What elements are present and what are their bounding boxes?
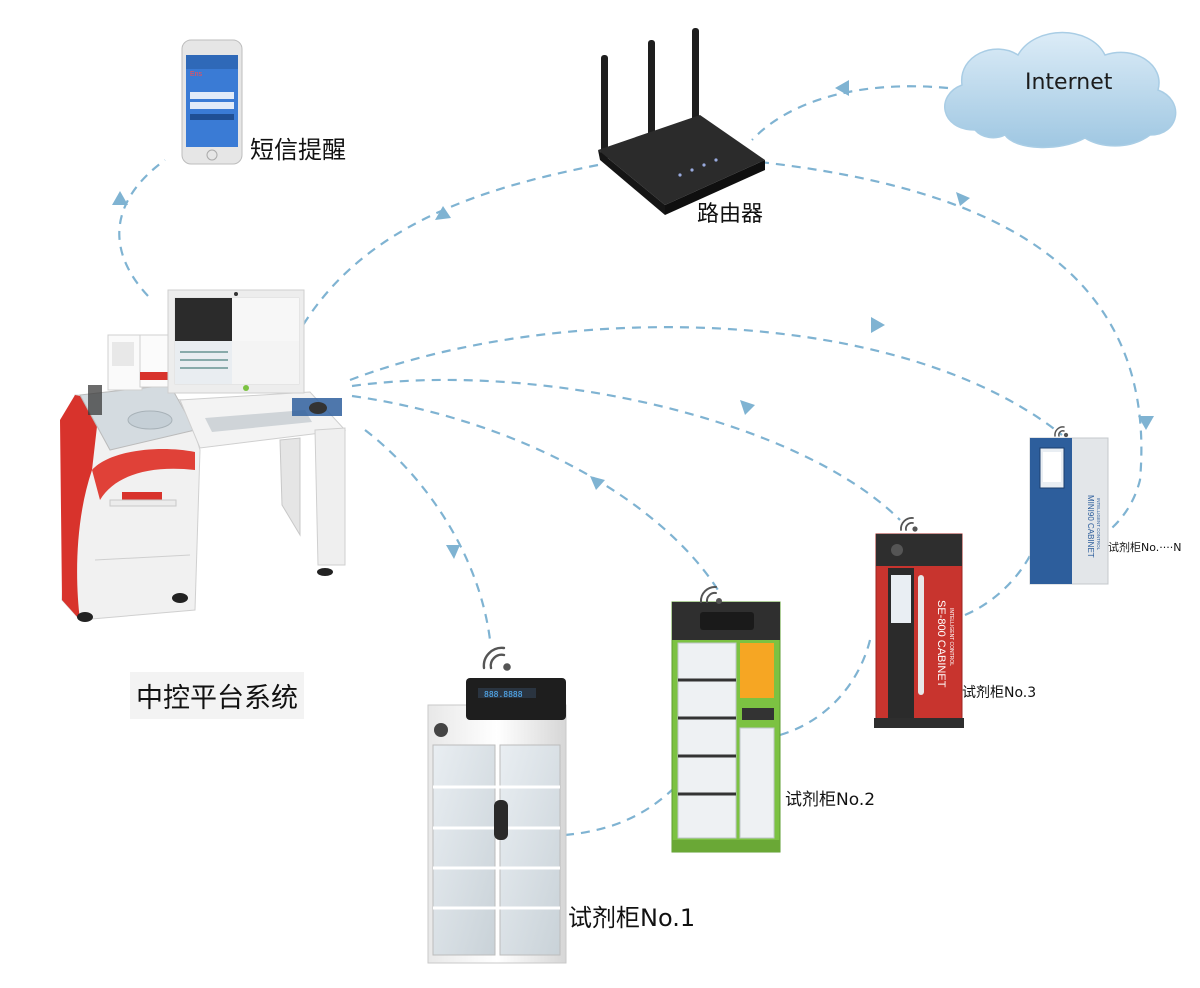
wifi-icon bbox=[900, 517, 918, 532]
phone-logo: Ens bbox=[190, 71, 203, 78]
link-cloud-router bbox=[751, 85, 949, 141]
wifi-icon bbox=[482, 646, 511, 671]
link-cabinet1-cabinet2 bbox=[564, 789, 673, 837]
link-platform-cabinetN bbox=[349, 326, 1063, 436]
cabinet-n-sub-text: INTELLIGENT CONTROL bbox=[1096, 498, 1101, 551]
arrow-icon bbox=[835, 80, 849, 96]
central-platform-label: 中控平台系统 bbox=[130, 672, 304, 719]
internet-label: Internet bbox=[1025, 70, 1113, 95]
router-device bbox=[598, 28, 765, 215]
link-arrows bbox=[112, 80, 1154, 559]
cabinet-n-device: MINI90 CABINET INTELLIGENT CONTROL bbox=[1029, 437, 1109, 585]
cabinet-n-label: 试剂柜No.····N bbox=[1108, 541, 1182, 554]
link-cabinet3-cabinetN bbox=[964, 544, 1037, 617]
wifi-icon bbox=[699, 585, 722, 604]
arrow-icon bbox=[1138, 416, 1154, 430]
link-cabinet2-cabinet3 bbox=[779, 639, 872, 737]
wifi-icon bbox=[1054, 426, 1069, 438]
arrow-icon bbox=[956, 192, 970, 206]
cabinet-n-side-text: MINI90 CABINET bbox=[1086, 495, 1095, 558]
cabinet-1-device: 888.8888 bbox=[427, 678, 567, 964]
link-platform-phone bbox=[118, 159, 166, 297]
arrow-icon bbox=[112, 191, 128, 205]
link-platform-cabinet1 bbox=[364, 429, 492, 641]
arrow-icon bbox=[871, 317, 885, 333]
link-platform-cabinet2 bbox=[351, 394, 719, 591]
phone-device: Ens bbox=[181, 39, 243, 165]
link-platform-cabinet3 bbox=[351, 378, 901, 521]
router-label: 路由器 bbox=[697, 202, 764, 227]
sms-reminder-label: 短信提醒 bbox=[250, 136, 346, 164]
cabinet-1-label: 试剂柜No.1 bbox=[568, 904, 696, 932]
cabinet-3-device: SE-800 CABINET INTELLIGENT CONTROL bbox=[874, 533, 964, 728]
cabinet-2-label: 试剂柜No.2 bbox=[785, 790, 876, 810]
arrow-icon bbox=[590, 476, 605, 490]
arrow-icon bbox=[740, 400, 755, 415]
arrow-icon bbox=[435, 206, 451, 220]
cabinet-3-label: 试剂柜No.3 bbox=[962, 685, 1037, 701]
link-router-cabinetN bbox=[759, 160, 1143, 547]
cabinet-3-sub-text: INTELLIGENT CONTROL bbox=[948, 608, 954, 666]
connection-links bbox=[118, 85, 1143, 837]
internet-cloud bbox=[944, 31, 1177, 149]
central-platform-console bbox=[60, 289, 347, 622]
cabinet-2-device bbox=[671, 601, 781, 853]
cabinet-1-display: 888.8888 bbox=[484, 690, 523, 699]
cabinet-3-side-text: SE-800 CABINET bbox=[935, 600, 947, 688]
link-router-platform bbox=[299, 163, 599, 331]
arrow-icon bbox=[446, 545, 460, 559]
